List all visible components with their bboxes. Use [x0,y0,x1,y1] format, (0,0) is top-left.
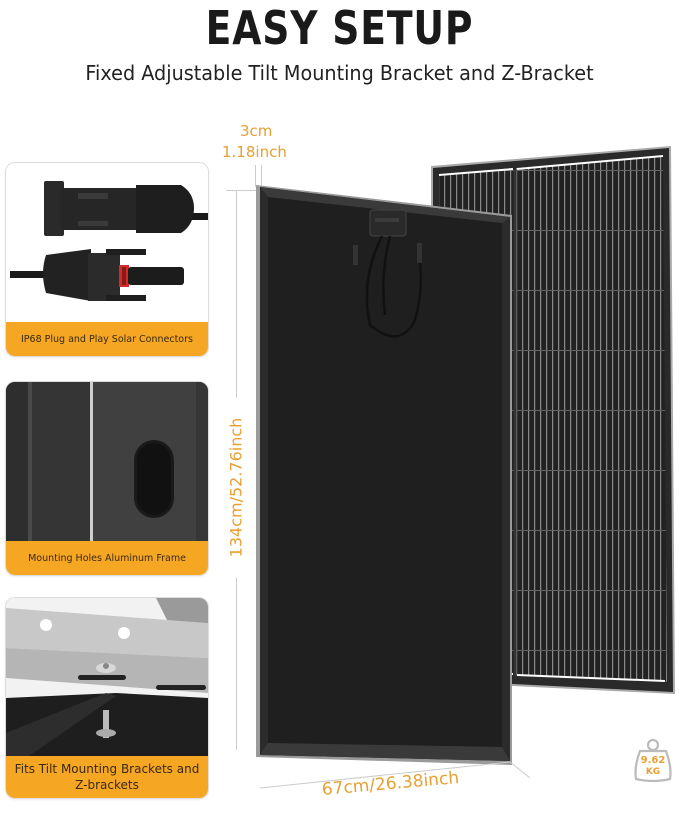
weight-value: 9.62 [640,755,666,766]
page-subtitle: Fixed Adjustable Tilt Mounting Bracket a… [85,61,594,85]
feature-card-connectors: IP68 Plug and Play Solar Connectors [6,163,208,356]
thickness-label-cm: 3cm [240,122,273,140]
mc4-connector-image [6,163,208,323]
feature-card-brackets: Fits Tilt Mounting Brackets and Z-bracke… [6,598,208,798]
thickness-guide-line [261,165,262,187]
feature-caption: IP68 Plug and Play Solar Connectors [6,322,208,356]
weight-badge: 9.62 KG [632,737,674,783]
feature-caption: Fits Tilt Mounting Brackets and Z-bracke… [6,756,208,798]
page-title: EASY SETUP [205,1,474,55]
solar-panel-back [256,185,512,765]
weight-unit: KG [645,767,661,777]
thickness-guide-line [255,165,256,187]
height-guide-top [226,190,256,191]
thickness-label-inch: 1.18inch [222,143,287,161]
frame-mounting-hole-image [6,382,208,542]
feature-card-mounting-holes: Mounting Holes Aluminum Frame [6,382,208,575]
weight-icon [634,738,672,783]
feature-caption: Mounting Holes Aluminum Frame [6,541,208,575]
height-dimension-label: 134cm/52.76inch [226,397,246,578]
bracket-bolt-image [6,598,208,758]
width-guide-line [259,761,531,789]
feature-caption-line2: Z-brackets [75,778,139,792]
junction-box-icon [353,209,423,338]
feature-caption-line1: Fits Tilt Mounting Brackets and [14,762,200,776]
